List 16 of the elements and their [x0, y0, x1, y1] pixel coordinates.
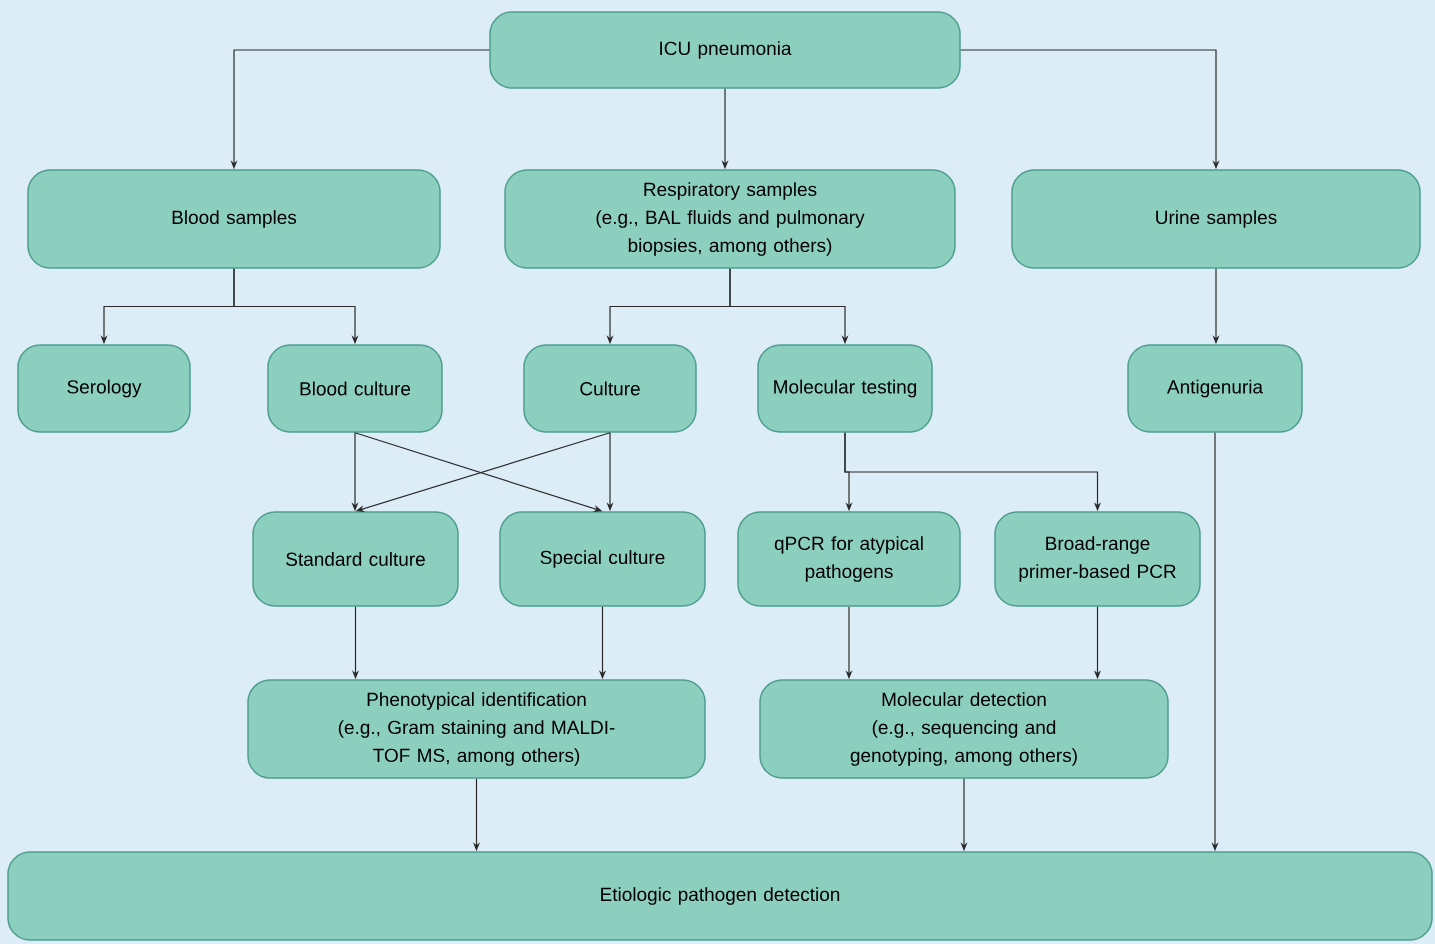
process-box: Culture	[523, 344, 697, 433]
process-box: Etiologic pathogen detection	[7, 851, 1433, 941]
process-box: Special culture	[499, 511, 706, 607]
process-box: Urine samples	[1011, 169, 1421, 269]
process-box: Blood culture	[267, 344, 443, 433]
process-box: qPCR for atypical pathogens	[737, 511, 961, 607]
process-box: Broad-range primer-based PCR	[994, 511, 1201, 607]
process-box: Standard culture	[252, 511, 459, 607]
process-box: Respiratory samples (e.g., BAL fluids and pulmonary biopsies, among others)	[504, 169, 956, 269]
process-box: ICU pneumonia	[489, 11, 961, 89]
process-box: Serology	[17, 344, 191, 433]
process-box: Molecular testing	[757, 344, 933, 433]
process-box: Molecular detection (e.g., sequencing and genotyping, among others)	[759, 679, 1169, 779]
process-box: Antigenuria	[1127, 344, 1303, 433]
process-box: Phenotypical identification (e.g., Gram staining and MALDI-TOF MS, among others)	[247, 679, 706, 779]
process-box: Blood samples	[27, 169, 441, 269]
